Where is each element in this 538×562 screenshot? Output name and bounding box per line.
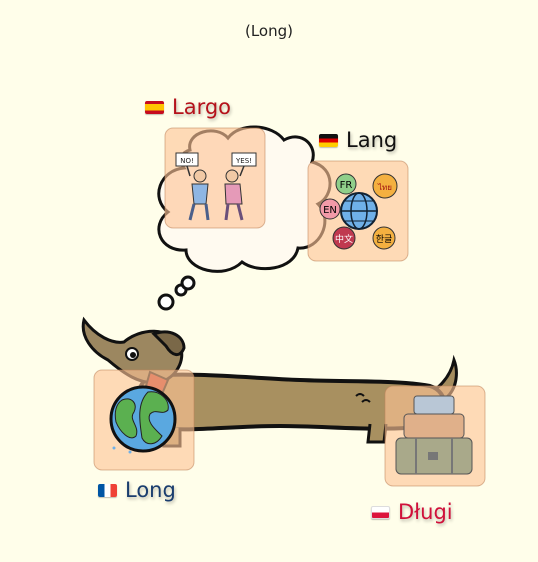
thought-bubble-trail: [157, 275, 196, 311]
label-french-text: Long: [125, 478, 176, 502]
label-spanish-text: Largo: [172, 95, 232, 119]
label-polish: Długi: [371, 499, 453, 524]
lang-bubble-zh: 中文: [335, 233, 353, 245]
lang-bubble-fr: FR: [340, 180, 353, 191]
lang-bubble-ko: 한글: [376, 234, 393, 245]
fr-card-illustration: [93, 369, 195, 471]
spain-flag-icon: [145, 100, 164, 114]
label-german: Lang: [319, 127, 397, 152]
label-german-text: Lang: [346, 128, 398, 152]
label-spanish: Largo: [145, 94, 231, 119]
lang-bubble-en: EN: [323, 205, 337, 216]
poland-flag-icon: [371, 505, 390, 519]
es-card-illustration: NO! YES!: [164, 127, 266, 229]
france-flag-icon: [98, 483, 117, 497]
label-french: Long: [98, 477, 176, 502]
lang-bubble-th: ไทย: [377, 183, 392, 192]
de-card-illustration: FR ไทย EN 中文 한글: [307, 160, 409, 262]
germany-flag-icon: [319, 133, 338, 147]
sign-yes-text: YES!: [235, 157, 252, 165]
page-title: (Long): [244, 22, 293, 40]
pl-card-illustration: [384, 385, 486, 487]
label-polish-text: Długi: [398, 500, 453, 524]
sign-no-text: NO!: [180, 157, 194, 165]
